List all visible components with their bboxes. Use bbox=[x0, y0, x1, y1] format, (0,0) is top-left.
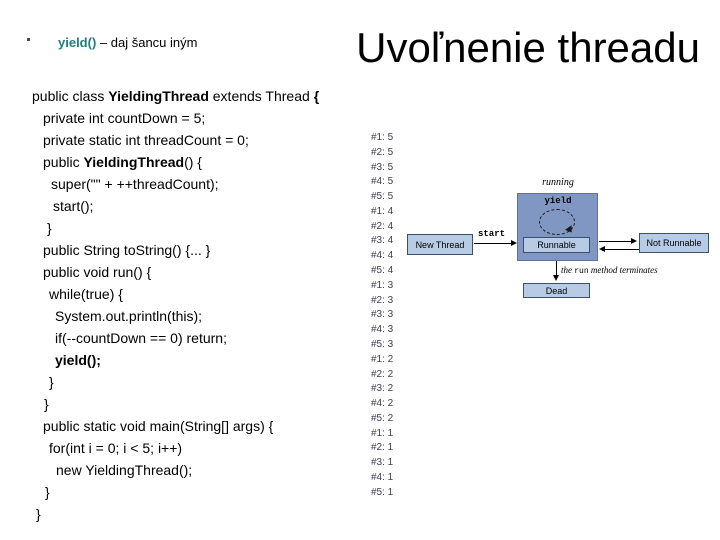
output-line: #1: 5 bbox=[371, 132, 394, 143]
output-line: #3: 3 bbox=[371, 309, 394, 321]
code-line: System.out.println(this); bbox=[55, 308, 203, 324]
code-line: public YieldingThread() { bbox=[43, 154, 202, 170]
runnable-box: Runnable bbox=[523, 237, 590, 253]
bullet-keyword: yield() bbox=[58, 35, 97, 50]
to-not-runnable-arrowhead-icon bbox=[631, 238, 637, 244]
not-runnable-label: Not Runnable bbox=[646, 238, 702, 248]
output-line: #3: 5 bbox=[371, 161, 394, 173]
code-line: start(); bbox=[53, 198, 94, 214]
output-line: #1: 3 bbox=[371, 279, 394, 291]
output-line: #3: 1 bbox=[371, 457, 394, 469]
output-line: #4: 3 bbox=[371, 324, 394, 336]
dead-arrowhead-icon bbox=[553, 275, 559, 281]
code-line: super("" + ++threadCount); bbox=[51, 176, 219, 192]
dead-arrow-line bbox=[556, 261, 557, 276]
terminates-run: run bbox=[574, 267, 589, 276]
output-line: #5: 5 bbox=[371, 191, 394, 203]
code-line: } bbox=[47, 220, 52, 236]
output-line: #4: 4 bbox=[371, 250, 394, 262]
output-line: #3: 4 bbox=[371, 235, 394, 247]
slide-title: Uvoľnenie threadu bbox=[356, 24, 700, 71]
terminates-pre: the bbox=[561, 265, 575, 275]
code-block: public class YieldingThread extends Thre… bbox=[32, 85, 319, 525]
code-line: } bbox=[45, 484, 50, 500]
code-line: for(int i = 0; i < 5; i++) bbox=[49, 440, 183, 456]
code-line: public String toString() {... } bbox=[43, 242, 211, 258]
running-label: running bbox=[542, 177, 574, 188]
output-line: #5: 4 bbox=[371, 265, 394, 277]
code-line: public class YieldingThread extends Thre… bbox=[32, 88, 320, 104]
start-arrow-line bbox=[474, 243, 512, 244]
output-line: #2: 5 bbox=[371, 146, 394, 158]
bullet-row: yield() – daj šancu iným bbox=[27, 35, 197, 50]
output-line: #1: 2 bbox=[371, 353, 394, 365]
output-line: #2: 3 bbox=[371, 294, 394, 306]
console-output: #1: 5 #2: 5 #3: 5 #4: 5 #5: 5 #1: 4 #2: 4 #3: 4… bbox=[371, 131, 393, 501]
code-line: if(--countDown == 0) return; bbox=[55, 330, 227, 346]
code-line: yield(); bbox=[55, 352, 101, 368]
bullet-marker-icon bbox=[27, 38, 30, 41]
from-not-runnable-arrow-line bbox=[605, 249, 639, 250]
start-label: start bbox=[478, 229, 506, 239]
yield-self-loop-arrow bbox=[539, 209, 575, 235]
terminates-post: method terminates bbox=[588, 265, 658, 275]
output-line: #4: 2 bbox=[371, 398, 394, 410]
code-line: while(true) { bbox=[49, 286, 123, 302]
output-line: #2: 2 bbox=[371, 368, 394, 380]
runnable-label: Runnable bbox=[537, 240, 576, 250]
to-not-runnable-arrow-line bbox=[599, 241, 632, 242]
output-line: #4: 1 bbox=[371, 471, 394, 483]
terminates-label: the run method terminates bbox=[561, 265, 658, 276]
output-line: #2: 4 bbox=[371, 220, 394, 232]
code-line: } bbox=[36, 506, 41, 522]
code-line: } bbox=[44, 396, 49, 412]
code-line: new YieldingThread(); bbox=[56, 462, 193, 478]
code-line: } bbox=[49, 374, 54, 390]
dead-box: Dead bbox=[523, 283, 590, 298]
output-line: #5: 2 bbox=[371, 412, 394, 424]
output-line: #2: 1 bbox=[371, 442, 394, 454]
code-line: public static void main(String[] args) { bbox=[43, 418, 274, 434]
bullet-text: – daj šancu iným bbox=[96, 35, 198, 50]
code-line: public void run() { bbox=[43, 264, 152, 280]
yield-label: yield bbox=[544, 196, 572, 206]
output-line: #1: 4 bbox=[371, 205, 394, 217]
new-thread-box: New Thread bbox=[407, 234, 473, 255]
code-line: private static int threadCount = 0; bbox=[43, 132, 249, 148]
output-line: #3: 2 bbox=[371, 383, 394, 395]
dead-label: Dead bbox=[545, 285, 568, 296]
output-line: #5: 3 bbox=[371, 338, 394, 350]
code-line: private int countDown = 5; bbox=[43, 110, 206, 126]
from-not-runnable-arrowhead-icon bbox=[599, 246, 605, 252]
output-line: #1: 1 bbox=[371, 427, 394, 439]
not-runnable-box: Not Runnable bbox=[639, 233, 709, 253]
output-line: #4: 5 bbox=[371, 176, 394, 188]
start-arrowhead-icon bbox=[511, 240, 517, 246]
new-thread-label: New Thread bbox=[415, 239, 465, 250]
output-line: #5: 1 bbox=[371, 486, 394, 498]
